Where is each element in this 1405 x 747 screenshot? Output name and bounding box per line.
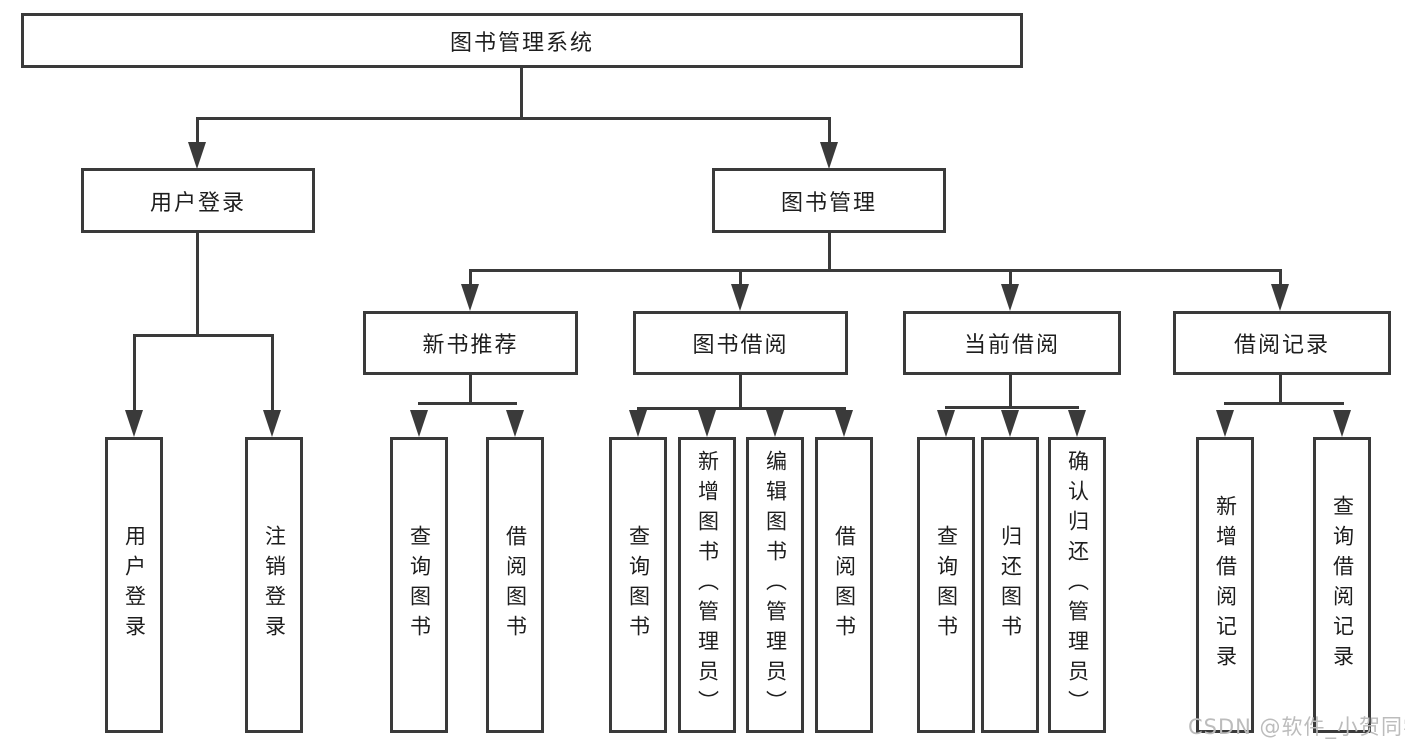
borrow-bus-line bbox=[637, 407, 846, 410]
arrow-to-borrow bbox=[731, 284, 749, 311]
leaf-newbook-query-label: 查询图书 bbox=[407, 525, 432, 645]
leaf-record-add-label: 新增借阅记录 bbox=[1213, 495, 1238, 675]
arrow-to-records bbox=[1271, 284, 1289, 311]
arrow-to-borrow-child4 bbox=[835, 410, 853, 437]
node-user-login: 用户登录 bbox=[81, 168, 315, 233]
arrow-to-current-child2 bbox=[1001, 410, 1019, 437]
leaf-borrow-borrow-label: 借阅图书 bbox=[832, 525, 857, 645]
leaf-record-query: 查询借阅记录 bbox=[1313, 437, 1371, 733]
login-child2-drop bbox=[271, 337, 274, 410]
newbook-stem-line bbox=[469, 375, 472, 403]
leaf-current-query-label: 查询图书 bbox=[934, 525, 959, 645]
level2-bus-line bbox=[196, 117, 831, 120]
newbook-bus-line bbox=[418, 402, 517, 405]
node-current-borrow: 当前借阅 bbox=[903, 311, 1121, 375]
leaf-borrow-query-label: 查询图书 bbox=[626, 525, 651, 645]
leaf-borrow-edit-label: 编辑图书（管理员） bbox=[763, 450, 788, 720]
leaf-borrow-borrow: 借阅图书 bbox=[815, 437, 873, 733]
records-drop-line bbox=[1279, 272, 1282, 284]
leaf-logout-label: 注销登录 bbox=[262, 525, 287, 645]
arrow-to-records-child2 bbox=[1333, 410, 1351, 437]
current-stem-line bbox=[1009, 375, 1012, 407]
leaf-current-confirm-label: 确认归还（管理员） bbox=[1065, 450, 1090, 720]
leaf-current-query: 查询图书 bbox=[917, 437, 975, 733]
borrow-stem-line bbox=[739, 375, 742, 408]
leaf-record-add: 新增借阅记录 bbox=[1196, 437, 1254, 733]
records-bus-line bbox=[1224, 402, 1344, 405]
arrow-to-borrow-child2 bbox=[698, 410, 716, 437]
leaf-current-return: 归还图书 bbox=[981, 437, 1039, 733]
arrow-to-current-child1 bbox=[937, 410, 955, 437]
csdn-watermark: CSDN @软件_小贺同学 bbox=[1188, 715, 1405, 739]
node-borrow-records: 借阅记录 bbox=[1173, 311, 1391, 375]
leaf-user-login: 用户登录 bbox=[105, 437, 163, 733]
leaf-borrow-edit: 编辑图书（管理员） bbox=[746, 437, 804, 733]
mgmt-stem-line bbox=[828, 233, 831, 270]
arrow-to-current bbox=[1001, 284, 1019, 311]
arrow-to-mgmt bbox=[820, 142, 838, 169]
node-new-books: 新书推荐 bbox=[363, 311, 578, 375]
node-new-books-label: 新书推荐 bbox=[422, 333, 519, 358]
leaf-newbook-query: 查询图书 bbox=[390, 437, 448, 733]
node-borrow-records-label: 借阅记录 bbox=[1233, 333, 1330, 358]
arrow-to-login-child2 bbox=[263, 410, 281, 437]
level3-bus-line bbox=[469, 269, 1282, 272]
arrow-to-borrow-child1 bbox=[629, 410, 647, 437]
arrow-to-borrow-child3 bbox=[766, 410, 784, 437]
login-bus-line bbox=[133, 334, 274, 337]
arrow-to-newbook-child1 bbox=[410, 410, 428, 437]
node-book-mgmt: 图书管理 bbox=[712, 168, 946, 233]
node-user-login-label: 用户登录 bbox=[149, 190, 246, 216]
arrow-to-login-child1 bbox=[125, 410, 143, 437]
records-stem-line bbox=[1279, 375, 1282, 403]
login-stem-line bbox=[196, 233, 199, 335]
leaf-current-return-label: 归还图书 bbox=[998, 525, 1023, 645]
leaf-borrow-add: 新增图书（管理员） bbox=[678, 437, 736, 733]
leaf-user-login-label: 用户登录 bbox=[122, 525, 147, 645]
arrow-to-current-child3 bbox=[1068, 410, 1086, 437]
mgmt-drop-line bbox=[828, 118, 831, 144]
leaf-borrow-add-label: 新增图书（管理员） bbox=[695, 450, 720, 720]
node-book-borrow: 图书借阅 bbox=[633, 311, 848, 375]
borrow-drop-line bbox=[739, 272, 742, 284]
current-bus-line bbox=[945, 406, 1079, 409]
leaf-current-confirm: 确认归还（管理员） bbox=[1048, 437, 1106, 733]
leaf-newbook-borrow-label: 借阅图书 bbox=[503, 525, 528, 645]
leaf-logout: 注销登录 bbox=[245, 437, 303, 733]
node-book-mgmt-label: 图书管理 bbox=[780, 190, 877, 216]
login-child1-drop bbox=[133, 337, 136, 410]
node-book-borrow-label: 图书借阅 bbox=[692, 333, 789, 358]
arrow-to-newbook bbox=[461, 284, 479, 311]
arrow-to-newbook-child2 bbox=[506, 410, 524, 437]
node-current-borrow-label: 当前借阅 bbox=[963, 333, 1060, 358]
login-drop-line bbox=[196, 118, 199, 144]
leaf-record-query-label: 查询借阅记录 bbox=[1330, 495, 1355, 675]
newbook-drop-line bbox=[469, 272, 472, 284]
node-root: 图书管理系统 bbox=[21, 13, 1023, 68]
root-stem-line bbox=[520, 68, 523, 118]
leaf-newbook-borrow: 借阅图书 bbox=[486, 437, 544, 733]
current-drop-line bbox=[1009, 272, 1012, 284]
arrow-to-records-child1 bbox=[1216, 410, 1234, 437]
arrow-to-login bbox=[188, 142, 206, 169]
node-root-label: 图书管理系统 bbox=[449, 30, 594, 56]
leaf-borrow-query: 查询图书 bbox=[609, 437, 667, 733]
